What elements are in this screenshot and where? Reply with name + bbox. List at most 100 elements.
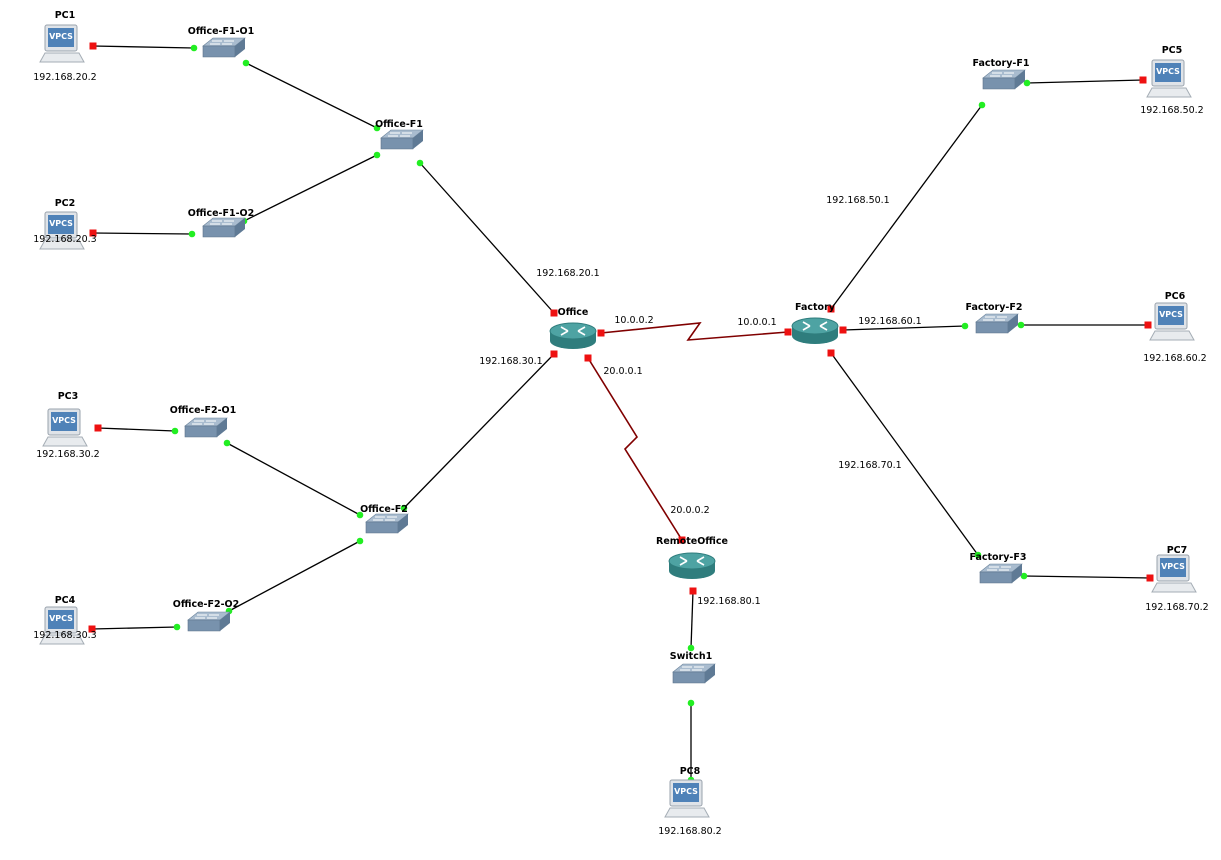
switch-node-of1o1[interactable]	[202, 37, 246, 58]
link-address-label: 192.168.30.1	[479, 356, 542, 367]
link-address-label: 192.168.70.1	[838, 460, 901, 471]
links-layer	[88, 42, 1154, 784]
link-ff3-pc7[interactable]	[1023, 575, 1151, 579]
node-name-label: Office-F2	[360, 504, 408, 515]
node-name-label: PC8	[680, 766, 701, 777]
vpcs-node-pc2[interactable]: VPCS	[39, 211, 85, 250]
switch-icon	[380, 129, 424, 150]
switch-node-of2o2[interactable]	[187, 611, 231, 632]
port-indicator-up	[242, 59, 250, 67]
switch-node-of2[interactable]	[365, 513, 409, 534]
router-icon	[791, 317, 839, 344]
switch-node-ff2[interactable]	[975, 313, 1019, 334]
pc-ip-label: 192.168.60.2	[1143, 353, 1206, 364]
vpcs-icon-text: VPCS	[1161, 562, 1185, 571]
node-name-label: Office-F1-O1	[188, 26, 254, 37]
link-office-remote[interactable]	[587, 357, 683, 541]
port-indicator-up	[961, 322, 969, 330]
router-icon	[549, 322, 597, 349]
port-indicator	[1144, 321, 1152, 329]
pc-ip-label: 192.168.30.2	[36, 449, 99, 460]
node-name-label: Switch1	[670, 651, 712, 662]
node-name-label: Office-F1-O2	[188, 208, 254, 219]
vpcs-pc-icon: VPCS	[1151, 554, 1197, 593]
pc-ip-label: 192.168.20.2	[33, 72, 96, 83]
link-of1o2-of1[interactable]	[243, 154, 378, 222]
node-name-label: RemoteOffice	[656, 536, 728, 547]
switch-node-of2o1[interactable]	[184, 417, 228, 438]
vpcs-pc-icon: VPCS	[39, 211, 85, 250]
vpcs-pc-icon: VPCS	[664, 779, 710, 818]
switch-node-sw1[interactable]	[672, 663, 716, 684]
link-office-of2[interactable]	[403, 353, 555, 509]
vpcs-node-pc5[interactable]: VPCS	[1146, 59, 1192, 98]
link-address-label: 192.168.50.1	[826, 195, 889, 206]
node-name-label: Factory	[795, 302, 836, 313]
node-name-label: PC4	[55, 595, 76, 606]
link-factory-ff3[interactable]	[830, 352, 979, 556]
port-indicator	[89, 229, 97, 237]
port-indicator	[827, 305, 835, 313]
node-name-label: Office	[558, 307, 589, 318]
switch-node-of1o2[interactable]	[202, 217, 246, 238]
port-indicator-up	[373, 151, 381, 159]
port-indicator-up	[687, 699, 695, 707]
link-office-factory[interactable]	[600, 322, 789, 341]
link-factory-ff2[interactable]	[842, 325, 966, 331]
vpcs-node-pc1[interactable]: VPCS	[39, 24, 85, 63]
router-icon	[668, 552, 716, 579]
port-indicator	[89, 42, 97, 50]
port-indicator	[827, 349, 835, 357]
switch-node-ff3[interactable]	[979, 563, 1023, 584]
pc-ip-label: 192.168.50.2	[1140, 105, 1203, 116]
vpcs-pc-icon: VPCS	[1146, 59, 1192, 98]
switch-icon	[202, 217, 246, 238]
link-factory-ff1[interactable]	[830, 104, 983, 310]
vpcs-node-pc8[interactable]: VPCS	[664, 779, 710, 818]
vpcs-node-pc6[interactable]: VPCS	[1149, 302, 1195, 341]
port-indicator	[94, 424, 102, 432]
pc-ip-label: 192.168.80.2	[658, 826, 721, 837]
link-ff1-pc5[interactable]	[1026, 79, 1144, 84]
link-pc2-of1o2[interactable]	[92, 232, 193, 235]
link-of1o1-of1[interactable]	[245, 62, 378, 129]
port-indicator-up	[356, 537, 364, 545]
port-indicator	[784, 328, 792, 336]
switch-icon	[184, 417, 228, 438]
port-indicator	[839, 326, 847, 334]
vpcs-icon-text: VPCS	[674, 787, 698, 796]
link-address-label: 10.0.0.2	[614, 315, 653, 326]
link-address-label: 192.168.80.1	[697, 596, 760, 607]
node-name-label: PC1	[55, 10, 76, 21]
router-node-factory[interactable]	[791, 317, 839, 344]
link-address-label: 20.0.0.1	[603, 366, 642, 377]
switch-node-of1[interactable]	[380, 129, 424, 150]
link-remote-sw1[interactable]	[690, 590, 694, 649]
node-name-label: PC7	[1167, 545, 1188, 556]
vpcs-node-pc3[interactable]: VPCS	[42, 408, 88, 447]
vpcs-pc-icon: VPCS	[39, 24, 85, 63]
router-node-remote[interactable]	[668, 552, 716, 579]
link-of1-office[interactable]	[419, 162, 555, 314]
switch-node-ff1[interactable]	[982, 69, 1026, 90]
link-of2o2-of2[interactable]	[228, 540, 361, 612]
vpcs-node-pc7[interactable]: VPCS	[1151, 554, 1197, 593]
link-of2o1-of2[interactable]	[226, 442, 361, 516]
router-node-office[interactable]	[549, 322, 597, 349]
link-pc3-of2o1[interactable]	[97, 427, 176, 432]
port-indicator-up	[400, 504, 408, 512]
link-pc1-of1o1[interactable]	[92, 45, 195, 49]
link-pc4-of2o2[interactable]	[91, 626, 178, 630]
vpcs-node-pc4[interactable]: VPCS	[39, 606, 85, 645]
port-indicator	[689, 587, 697, 595]
pc-ip-label: 192.168.70.2	[1145, 602, 1208, 613]
node-name-label: PC3	[58, 391, 79, 402]
vpcs-icon-text: VPCS	[1159, 310, 1183, 319]
link-address-label: 192.168.20.1	[536, 268, 599, 279]
switch-icon	[365, 513, 409, 534]
port-indicator-up	[1023, 79, 1031, 87]
link-address-label: 20.0.0.2	[670, 505, 709, 516]
switch-icon	[672, 663, 716, 684]
